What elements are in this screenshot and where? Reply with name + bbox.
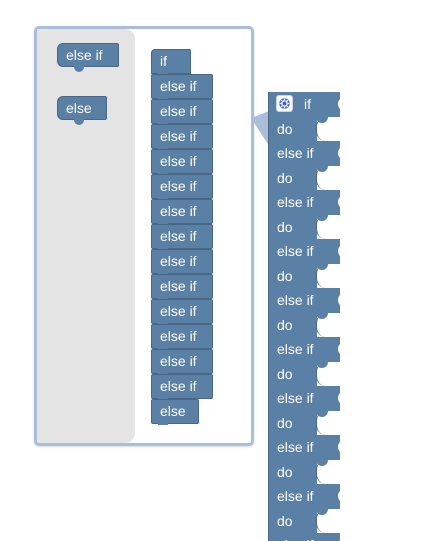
- do-label: do: [277, 218, 293, 235]
- stack-else-if-block[interactable]: else if: [151, 299, 213, 325]
- do-row: do: [268, 312, 346, 337]
- do-row: do: [268, 361, 346, 386]
- condition-row: if: [268, 92, 346, 117]
- value-input-socket[interactable]: [316, 288, 346, 313]
- condition-label: if: [304, 96, 311, 112]
- condition-row: else if: [268, 435, 346, 460]
- condition-row: else if: [268, 239, 346, 264]
- statement-input-socket[interactable]: [316, 459, 345, 484]
- statement-input-socket[interactable]: [316, 410, 345, 435]
- do-label: do: [277, 120, 293, 137]
- value-input-socket[interactable]: [316, 533, 346, 541]
- do-row: do: [268, 116, 346, 141]
- stack-else-if-block[interactable]: else if: [151, 74, 213, 100]
- do-label: do: [277, 463, 293, 480]
- statement-input-socket[interactable]: [316, 361, 345, 386]
- stack-else-if-block[interactable]: else if: [151, 124, 213, 150]
- value-input-socket[interactable]: [316, 239, 346, 264]
- statement-input-socket[interactable]: [316, 165, 345, 190]
- statement-input-socket[interactable]: [316, 508, 345, 533]
- stack-else-if-block[interactable]: else if: [151, 199, 213, 225]
- value-input-socket[interactable]: [316, 190, 346, 215]
- do-label: do: [277, 316, 293, 333]
- do-label: do: [277, 267, 293, 284]
- statement-input-socket[interactable]: [316, 116, 345, 141]
- do-row: do: [268, 214, 346, 239]
- condition-label: else if: [277, 194, 314, 210]
- condition-label: else if: [277, 535, 314, 541]
- if-block-spine: [268, 92, 317, 541]
- do-label: do: [277, 414, 293, 431]
- statement-input-socket[interactable]: [316, 312, 345, 337]
- stack-else-if-block[interactable]: else if: [151, 224, 213, 250]
- do-label: do: [277, 365, 293, 382]
- condition-label: else if: [277, 439, 314, 455]
- do-label: do: [277, 169, 293, 186]
- value-input-socket[interactable]: [316, 141, 346, 166]
- stack-else-if-block[interactable]: else if: [151, 274, 213, 300]
- stack-else-if-block[interactable]: else if: [151, 349, 213, 375]
- condition-row: else if: [268, 141, 346, 166]
- mutator-flyout: else if else: [37, 29, 135, 443]
- condition-label: else if: [277, 145, 314, 161]
- condition-row: else if: [268, 190, 346, 215]
- stack-if-block: if: [151, 49, 191, 75]
- value-input-socket[interactable]: [316, 484, 346, 509]
- value-input-socket[interactable]: [316, 435, 346, 460]
- flyout-else-if-block[interactable]: else if: [57, 43, 119, 72]
- value-input-socket[interactable]: [316, 92, 346, 117]
- stack-else-if-block[interactable]: else if: [151, 174, 213, 200]
- statement-input-socket[interactable]: [316, 263, 345, 288]
- do-label: do: [277, 512, 293, 529]
- condition-row: else if: [268, 337, 346, 362]
- do-row: do: [268, 410, 346, 435]
- stack-else-if-block[interactable]: else if: [151, 149, 213, 175]
- value-input-socket[interactable]: [316, 386, 346, 411]
- condition-row: else if: [268, 484, 346, 509]
- stack-else-if-block[interactable]: else if: [151, 324, 213, 350]
- condition-row: else if: [268, 288, 346, 313]
- value-input-socket[interactable]: [316, 337, 346, 362]
- condition-row: else if: [268, 386, 346, 411]
- stack-else-if-block[interactable]: else if: [151, 99, 213, 125]
- condition-label: else if: [277, 390, 314, 406]
- stack-else-if-block[interactable]: else if: [151, 249, 213, 275]
- condition-row: else if: [268, 533, 346, 541]
- stack-else-if-block[interactable]: else if: [151, 374, 213, 400]
- condition-label: else if: [277, 341, 314, 357]
- flyout-else-block[interactable]: else: [57, 96, 107, 125]
- condition-label: else if: [277, 292, 314, 308]
- gear-icon[interactable]: [276, 95, 293, 112]
- do-row: do: [268, 165, 346, 190]
- condition-label: else if: [277, 243, 314, 259]
- statement-input-socket[interactable]: [316, 214, 345, 239]
- stack-else-block[interactable]: else: [151, 399, 199, 425]
- condition-label: else if: [277, 488, 314, 504]
- do-row: do: [268, 508, 346, 533]
- do-row: do: [268, 459, 346, 484]
- do-row: do: [268, 263, 346, 288]
